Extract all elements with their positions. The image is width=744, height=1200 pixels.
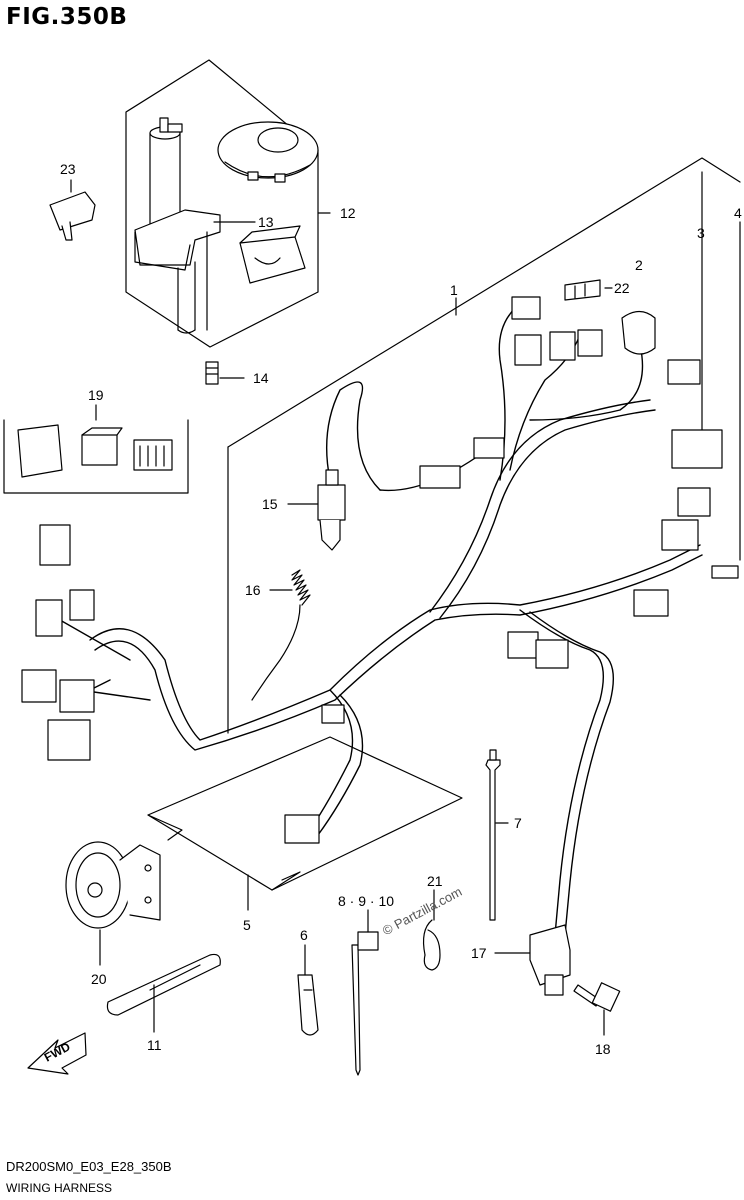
callout-17: 17 bbox=[471, 945, 487, 961]
callout-12: 12 bbox=[340, 205, 356, 221]
callout-20: 20 bbox=[91, 971, 107, 987]
callout-23: 23 bbox=[60, 161, 76, 177]
switch-15-part bbox=[317, 469, 346, 551]
callout-22: 22 bbox=[614, 280, 630, 296]
fuse-22-part bbox=[564, 279, 601, 301]
drawing-code: DR200SM0_E03_E28_350B bbox=[6, 1159, 172, 1174]
relay-parts bbox=[17, 424, 173, 478]
callout-7: 7 bbox=[514, 815, 522, 831]
bracket-11-part bbox=[106, 953, 221, 1016]
callout-16: 16 bbox=[245, 582, 261, 598]
key-part bbox=[49, 191, 96, 241]
leader-lines bbox=[70, 179, 613, 1036]
callout-14: 14 bbox=[253, 370, 269, 386]
harness-connectors bbox=[21, 296, 739, 844]
callout-18: 18 bbox=[595, 1041, 611, 1057]
callout-3: 3 bbox=[697, 225, 705, 241]
callout-6: 6 bbox=[300, 927, 308, 943]
callout-2: 2 bbox=[635, 257, 643, 273]
clamp-6-part bbox=[297, 974, 319, 1036]
figure-title: FIG.350B bbox=[6, 4, 128, 30]
ignition-switch-group-box bbox=[125, 59, 319, 348]
callout-1: 1 bbox=[450, 282, 458, 298]
ignition-switch-part bbox=[134, 117, 221, 334]
callout-11: 11 bbox=[147, 1037, 162, 1053]
horn-20-part bbox=[65, 841, 161, 929]
callout-19: 19 bbox=[88, 387, 104, 403]
callout-13: 13 bbox=[258, 214, 274, 230]
wiring-harness-part bbox=[59, 299, 703, 936]
callout-4: 4 bbox=[734, 205, 742, 221]
sheet-5-part bbox=[147, 736, 463, 891]
tie-7-part bbox=[485, 749, 501, 921]
clamp-8-9-10-part bbox=[351, 931, 379, 1076]
harness-leader-bracket bbox=[227, 157, 741, 734]
section-name: WIRING HARNESS bbox=[6, 1181, 113, 1195]
sensor-17-part bbox=[529, 924, 571, 996]
bolt-14-part bbox=[205, 361, 219, 385]
callout-15: 15 bbox=[262, 496, 278, 512]
clip-21-part bbox=[422, 919, 441, 971]
bolt-18-part bbox=[573, 982, 621, 1012]
callout-8-9-10: 8 · 9 · 10 bbox=[338, 893, 394, 909]
relay-group-box bbox=[3, 419, 189, 494]
callout-5: 5 bbox=[243, 917, 251, 933]
callout-21: 21 bbox=[427, 873, 443, 889]
fwd-arrow-icon bbox=[27, 1032, 87, 1075]
ignition-cap-part bbox=[217, 121, 319, 183]
ignition-clip-part bbox=[239, 225, 306, 284]
spring-16-part bbox=[251, 569, 311, 701]
